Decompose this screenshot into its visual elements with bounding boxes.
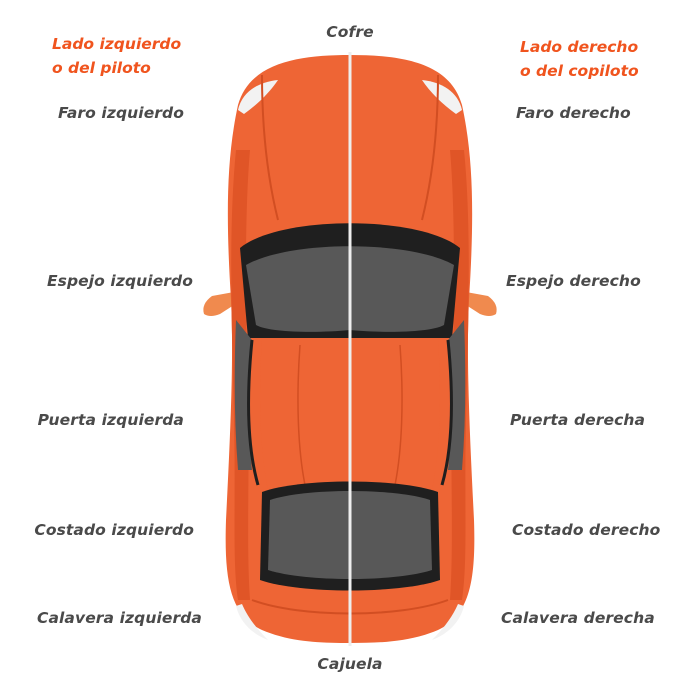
left-side-title-line1: Lado izquierdo bbox=[52, 35, 182, 53]
center-divider bbox=[348, 52, 352, 646]
left-side-label: Costado izquierdo bbox=[34, 521, 194, 539]
right-taillight-label: Calavera derecha bbox=[501, 609, 655, 627]
left-taillight-label: Calavera izquierda bbox=[36, 609, 202, 627]
left-headlight-shape bbox=[238, 80, 278, 114]
left-side-title: Lado izquierdo o del piloto bbox=[52, 32, 181, 80]
right-mirror-label: Espejo derecho bbox=[506, 272, 641, 290]
right-side-title-line1: Lado derecho bbox=[520, 38, 639, 56]
right-side-title-line2: o del copiloto bbox=[520, 62, 639, 80]
trunk-label: Cajuela bbox=[317, 655, 383, 673]
left-side-title-line2: o del piloto bbox=[52, 59, 151, 77]
right-taillight-shape bbox=[432, 604, 464, 640]
right-side-title: Lado derecho o del copiloto bbox=[520, 35, 639, 83]
right-mirror-shape bbox=[466, 292, 497, 316]
left-headlight-label: Faro izquierdo bbox=[57, 104, 184, 122]
right-side-label: Costado derecho bbox=[512, 521, 661, 539]
hood-label: Cofre bbox=[326, 23, 374, 41]
left-taillight-shape bbox=[236, 604, 268, 640]
right-door-label: Puerta derecha bbox=[510, 411, 646, 429]
left-mirror-shape bbox=[203, 292, 234, 316]
left-door-label: Puerta izquierda bbox=[37, 411, 184, 429]
right-headlight-shape bbox=[422, 80, 462, 114]
right-headlight-label: Faro derecho bbox=[516, 104, 631, 122]
left-mirror-label: Espejo izquierdo bbox=[46, 272, 193, 290]
